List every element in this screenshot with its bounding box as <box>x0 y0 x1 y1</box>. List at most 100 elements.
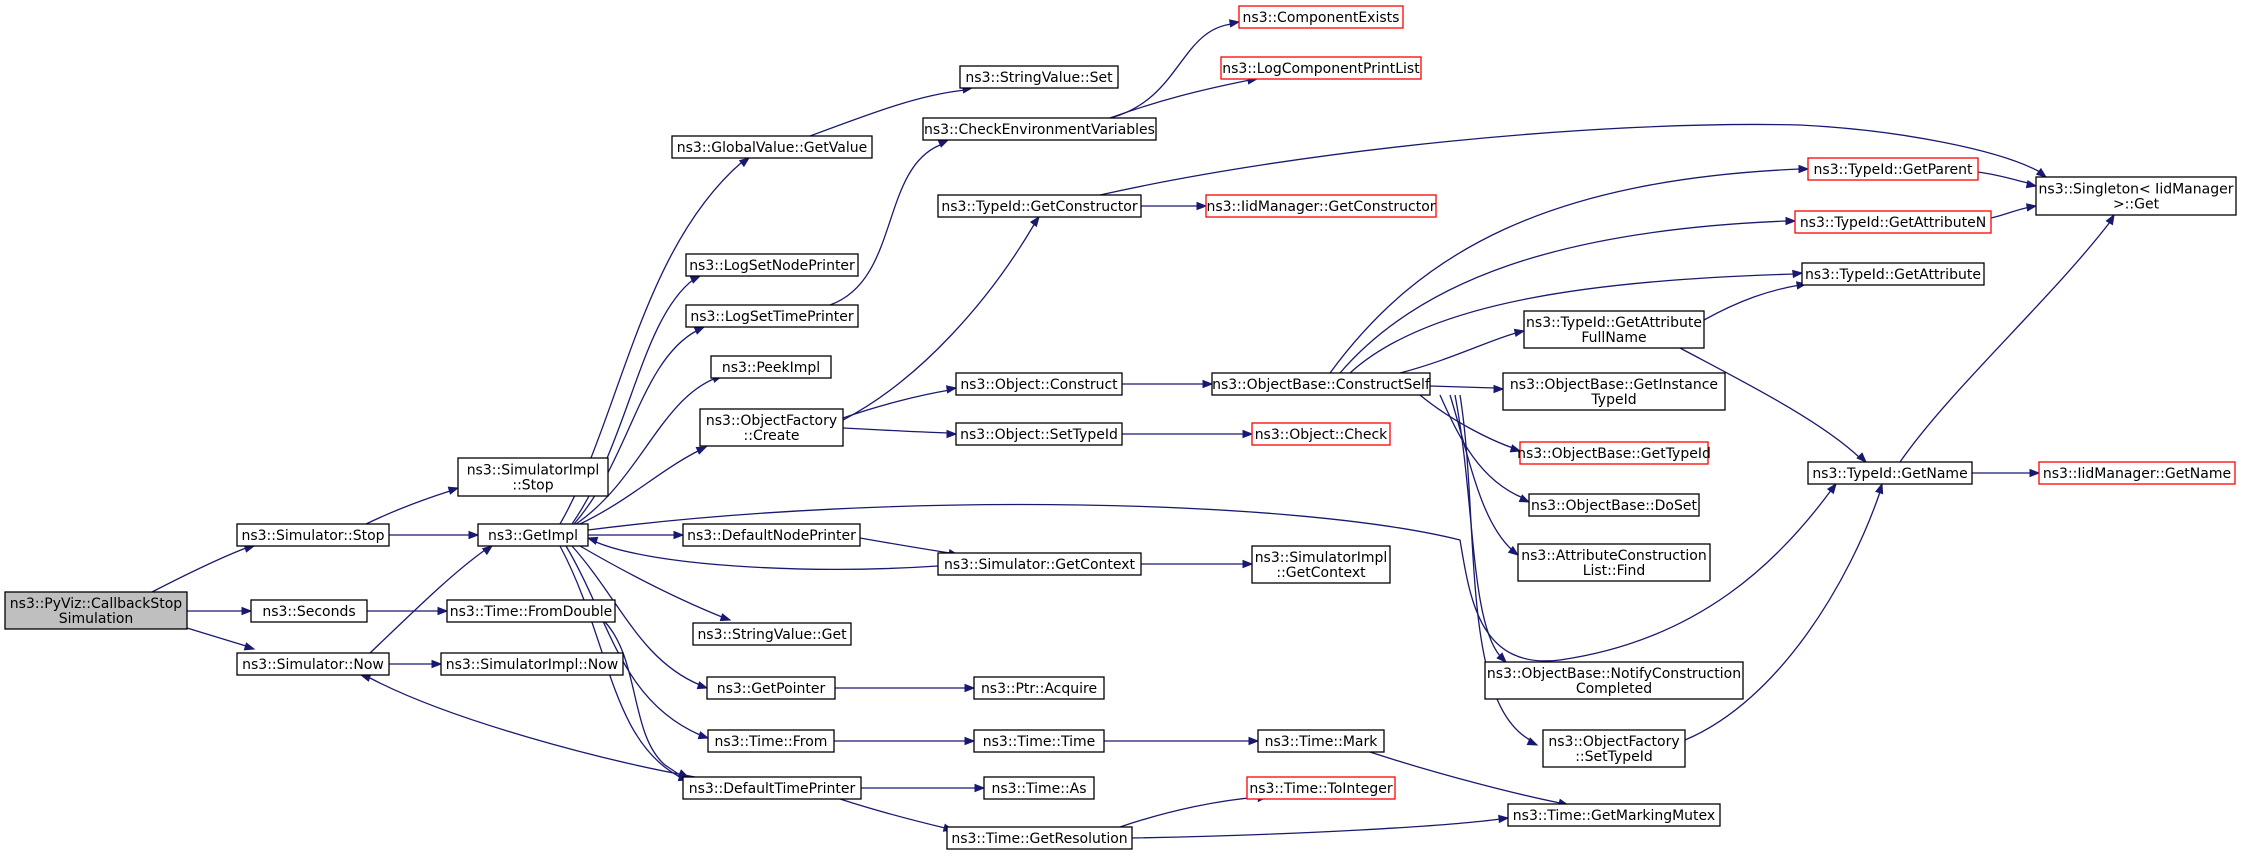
node-time-time[interactable]: ns3::Time::Time <box>973 729 1105 753</box>
arrowhead-icon <box>1513 328 1526 338</box>
arrowhead-icon <box>1242 429 1254 439</box>
arrowhead-icon <box>964 736 976 746</box>
node-sim-impl-now[interactable]: ns3::SimulatorImpl::Now <box>440 652 624 676</box>
node-sim-stop[interactable]: ns3::Simulator::Stop <box>236 523 390 547</box>
node-time-from[interactable]: ns3::Time::From <box>707 729 835 753</box>
edge-line <box>369 549 486 654</box>
node-box <box>692 622 852 646</box>
node-sim-get-context[interactable]: ns3::Simulator::GetContext <box>937 552 1142 576</box>
node-tid-get-attr-n[interactable]: ns3::TypeId::GetAttributeN <box>1794 210 1992 234</box>
node-gv-get-value[interactable]: ns3::GlobalValue::GetValue <box>671 135 873 159</box>
node-ob-get-tid[interactable]: ns3::ObjectBase::GetTypeId <box>1517 441 1711 465</box>
node-box <box>710 355 832 379</box>
arrowhead-icon <box>1875 482 1884 495</box>
edge-line <box>1109 23 1233 119</box>
node-box <box>1238 5 1404 29</box>
node-tid-get-attr[interactable]: ns3::TypeId::GetAttribute <box>1801 262 1985 286</box>
node-tid-get-ctor[interactable]: ns3::TypeId::GetConstructor <box>937 194 1142 218</box>
arrowhead-icon <box>945 385 958 394</box>
node-get-impl[interactable]: ns3::GetImpl <box>477 523 589 547</box>
node-box <box>922 117 1157 141</box>
edge-line <box>559 545 681 778</box>
node-peek-impl[interactable]: ns3::PeekImpl <box>710 355 832 379</box>
edge-line <box>1449 394 1513 551</box>
edge-tidGetAttrFull-tidGetName <box>1679 347 1867 463</box>
arrowhead-icon <box>1202 379 1214 389</box>
edge-root-simStop <box>151 544 256 593</box>
node-log-comp-print[interactable]: ns3::LogComponentPrintList <box>1220 56 1422 80</box>
node-obj-check[interactable]: ns3::Object::Check <box>1251 422 1391 446</box>
node-sim-now[interactable]: ns3::Simulator::Now <box>236 652 390 676</box>
node-log-set-node[interactable]: ns3::LogSetNodePrinter <box>685 253 859 277</box>
node-sim-impl-stop[interactable]: ns3::SimulatorImpl::Stop <box>457 457 609 497</box>
node-iid-get-ctor[interactable]: ns3::IidManager::GetConstructor <box>1205 194 1437 218</box>
node-log-set-time[interactable]: ns3::LogSetTimePrinter <box>685 304 859 328</box>
node-comp-exists[interactable]: ns3::ComponentExists <box>1238 5 1404 29</box>
node-ob-do-set[interactable]: ns3::ObjectBase::DoSet <box>1528 493 1700 517</box>
node-box <box>973 729 1105 753</box>
node-singleton-get[interactable]: ns3::Singleton< IidManager>::Get <box>2035 176 2237 216</box>
node-get-pointer[interactable]: ns3::GetPointer <box>706 676 836 700</box>
edge-tidGetCtor-iidGetCtor <box>1141 201 1208 211</box>
node-check-env[interactable]: ns3::CheckEnvironmentVariables <box>922 117 1157 141</box>
arrowhead-icon <box>586 536 599 545</box>
edge-obConstructSelf-obGetInstTid <box>1429 384 1505 394</box>
arrowhead-icon <box>468 530 480 540</box>
edge-line <box>604 621 681 776</box>
node-label: ns3::Time::ToInteger <box>1249 781 1393 797</box>
node-from-double[interactable]: ns3::Time::FromDouble <box>446 599 616 623</box>
arrowhead-icon <box>1826 482 1837 495</box>
node-sim-impl-get-context[interactable]: ns3::SimulatorImpl::GetContext <box>1251 545 1391 584</box>
edge-obConstructSelf-obDoSet <box>1439 394 1531 503</box>
node-time-get-res[interactable]: ns3::Time::GetResolution <box>946 826 1133 850</box>
node-sv-set[interactable]: ns3::StringValue::Set <box>959 65 1119 89</box>
node-box <box>706 676 836 700</box>
node-seconds[interactable]: ns3::Seconds <box>250 599 368 623</box>
node-time-as[interactable]: ns3::Time::As <box>983 776 1095 800</box>
edge-timeGetRes-timeGetMarking <box>1131 814 1510 839</box>
node-label: ns3::TypeId::GetAttribute <box>1526 315 1702 331</box>
node-obj-set-tid[interactable]: ns3::Object::SetTypeId <box>955 422 1123 446</box>
edge-checkEnv-logCompPrint <box>1109 76 1259 119</box>
edge-ofSetTid-tidGetName <box>1684 482 1884 741</box>
node-ptr-acquire[interactable]: ns3::Ptr::Acquire <box>973 676 1105 700</box>
node-label: ns3::ObjectBase::NotifyConstruction <box>1487 666 1741 682</box>
node-of-create[interactable]: ns3::ObjectFactory::Create <box>699 408 844 447</box>
node-label: ns3::AttributeConstruction <box>1521 548 1706 564</box>
node-box <box>1251 422 1391 446</box>
node-ob-construct-self[interactable]: ns3::ObjectBase::ConstructSelf <box>1211 372 1431 396</box>
arrowhead-icon <box>241 606 253 616</box>
node-tid-get-parent[interactable]: ns3::TypeId::GetParent <box>1807 157 1979 181</box>
edge-obConstructSelf-tidGetAttrN <box>1339 216 1797 374</box>
arrowhead-icon <box>937 139 950 148</box>
node-tid-get-name[interactable]: ns3::TypeId::GetName <box>1807 461 1973 485</box>
node-iid-get-name[interactable]: ns3::IidManager::GetName <box>2038 461 2236 485</box>
node-sv-get[interactable]: ns3::StringValue::Get <box>692 622 852 646</box>
node-def-time-printer[interactable]: ns3::DefaultTimePrinter <box>682 776 862 800</box>
node-time-get-marking[interactable]: ns3::Time::GetMarkingMutex <box>1507 803 1721 827</box>
edge-tidGetAttrN-singletonGet <box>1990 203 2038 219</box>
node-def-node-printer[interactable]: ns3::DefaultNodePrinter <box>682 523 861 547</box>
node-of-set-tid[interactable]: ns3::ObjectFactory::SetTypeId <box>1542 729 1686 768</box>
arrowhead-icon <box>1509 444 1522 453</box>
edge-line <box>365 490 451 525</box>
arrowhead-icon <box>431 659 443 669</box>
arrowhead-icon <box>1242 559 1254 569</box>
node-box <box>1251 545 1391 584</box>
node-time-mark[interactable]: ns3::Time::Mark <box>1257 729 1385 753</box>
node-label: ns3::Object::Check <box>1255 427 1388 443</box>
node-label: ns3::Ptr::Acquire <box>981 681 1097 697</box>
node-label: ns3::ObjectFactory <box>706 413 837 429</box>
node-time-to-integer[interactable]: ns3::Time::ToInteger <box>1246 776 1396 800</box>
node-obj-construct[interactable]: ns3::Object::Construct <box>955 372 1123 396</box>
node-ob-notify[interactable]: ns3::ObjectBase::NotifyConstructionCompl… <box>1484 661 1744 700</box>
edge-line <box>1369 751 1561 804</box>
node-label: ns3::TypeId::GetAttribute <box>1805 267 1981 283</box>
node-box <box>707 729 835 753</box>
edge-root-simNow <box>186 627 256 651</box>
